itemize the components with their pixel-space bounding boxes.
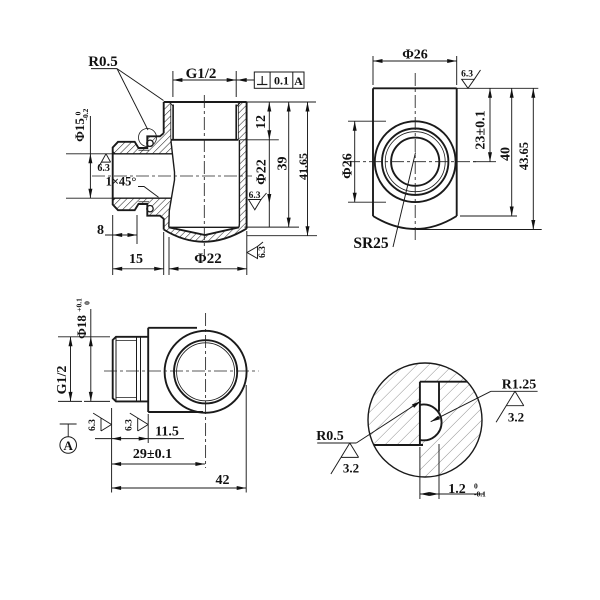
- svg-text:40: 40: [499, 147, 514, 161]
- svg-text:6.3: 6.3: [125, 419, 135, 431]
- svg-text:23±0.1: 23±0.1: [474, 110, 489, 149]
- svg-text:G1/2: G1/2: [186, 66, 217, 82]
- svg-text:8: 8: [97, 223, 104, 238]
- svg-text:Φ22: Φ22: [255, 159, 270, 185]
- svg-text:-0.1: -0.1: [474, 490, 486, 499]
- svg-text:0: 0: [83, 301, 92, 305]
- svg-text:6.3: 6.3: [97, 163, 110, 174]
- svg-text:39: 39: [276, 157, 291, 171]
- svg-text:41.65: 41.65: [296, 153, 310, 180]
- svg-text:11.5: 11.5: [155, 425, 179, 440]
- svg-text:12: 12: [254, 115, 269, 129]
- svg-text:Φ18: Φ18: [74, 315, 89, 339]
- svg-text:Φ15: Φ15: [72, 118, 87, 142]
- svg-text:R0.5: R0.5: [316, 429, 344, 444]
- svg-text:6.3: 6.3: [249, 191, 261, 201]
- svg-text:A: A: [294, 74, 303, 88]
- svg-text:43.65: 43.65: [517, 142, 531, 170]
- svg-text:-0.2: -0.2: [81, 108, 90, 120]
- svg-text:1.2: 1.2: [448, 482, 466, 497]
- svg-text:Φ22: Φ22: [194, 251, 221, 267]
- svg-text:G1/2: G1/2: [55, 366, 70, 395]
- svg-text:1×45°: 1×45°: [106, 175, 137, 189]
- svg-text:R0.5: R0.5: [88, 54, 118, 70]
- svg-text:0.1: 0.1: [274, 74, 289, 88]
- svg-text:6.3: 6.3: [461, 70, 473, 80]
- svg-text:0: 0: [74, 111, 83, 115]
- svg-text:6.3: 6.3: [258, 246, 268, 258]
- svg-text:3.2: 3.2: [343, 461, 359, 476]
- svg-text:29±0.1: 29±0.1: [133, 447, 172, 462]
- svg-text:+0.1: +0.1: [75, 298, 84, 312]
- svg-text:3.2: 3.2: [508, 410, 524, 425]
- svg-text:42: 42: [216, 473, 230, 488]
- svg-text:Φ26: Φ26: [402, 48, 428, 63]
- svg-text:R1.25: R1.25: [502, 378, 537, 393]
- svg-text:Φ26: Φ26: [341, 153, 356, 179]
- svg-text:A: A: [64, 438, 74, 453]
- svg-text:0: 0: [474, 482, 478, 491]
- svg-text:15: 15: [129, 252, 143, 267]
- svg-text:6.3: 6.3: [88, 419, 98, 431]
- svg-text:SR25: SR25: [353, 235, 389, 252]
